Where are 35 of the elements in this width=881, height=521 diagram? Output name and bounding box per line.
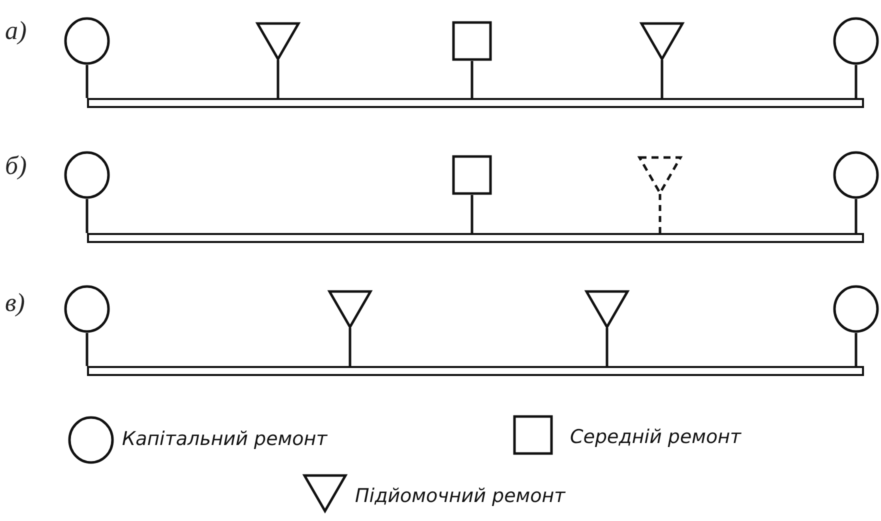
row-label: б): [5, 153, 27, 179]
row-label: в): [5, 290, 25, 316]
triangle-symbol: [256, 22, 300, 60]
timeline-bar: [87, 233, 864, 243]
square-symbol: [452, 155, 492, 195]
legend-text: Середній ремонт: [570, 428, 742, 447]
connector-stem: [86, 199, 88, 233]
triangle-symbol: [638, 156, 682, 194]
circle-symbol: [64, 17, 110, 65]
timeline-bar: [87, 366, 864, 376]
connector-stem: [86, 65, 88, 98]
circle-symbol: [833, 285, 879, 333]
circle-symbol: [64, 285, 110, 333]
timeline-bar: [87, 98, 864, 108]
legend-text: Капітальний ремонт: [122, 430, 328, 449]
triangle-symbol: [328, 290, 372, 328]
connector-stem: [606, 328, 608, 366]
connector-stem: [86, 333, 88, 366]
circle-symbol: [833, 151, 879, 199]
circle-symbol: [833, 17, 879, 65]
triangle-symbol: [585, 290, 629, 328]
connector-stem: [348, 328, 352, 366]
row-label: а): [5, 18, 27, 44]
connector-stem: [854, 65, 858, 98]
connector-stem: [276, 60, 280, 98]
triangle-symbol: [640, 22, 684, 60]
connector-stem: [854, 199, 858, 233]
connector-stem: [658, 194, 662, 233]
connector-stem: [470, 61, 474, 98]
circle-symbol: [64, 151, 110, 199]
square-symbol: [452, 21, 492, 61]
connector-stem: [660, 60, 664, 98]
legend-text: Підйомочний ремонт: [355, 487, 566, 506]
connector-stem: [470, 195, 474, 233]
connector-stem: [854, 333, 858, 366]
